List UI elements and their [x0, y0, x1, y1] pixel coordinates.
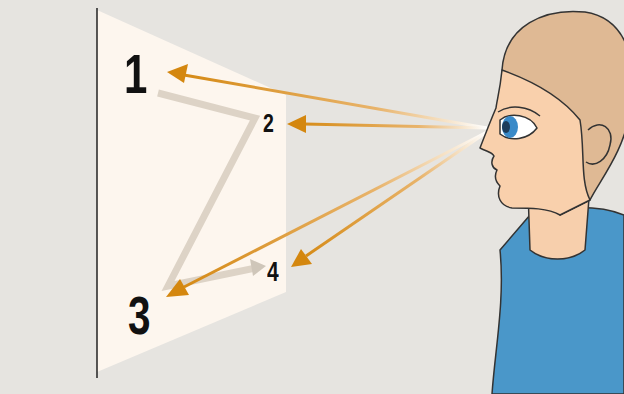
- callout-number: 4: [267, 258, 279, 286]
- callout-number: 3: [128, 288, 151, 342]
- scan-arrowhead: [250, 259, 266, 276]
- callout-number: 2: [263, 110, 274, 136]
- person: [480, 11, 624, 394]
- wall-panel: [97, 10, 286, 372]
- callout-number: 1: [124, 46, 147, 102]
- wall-edge: [96, 8, 98, 378]
- gaze-arrows: [166, 64, 487, 297]
